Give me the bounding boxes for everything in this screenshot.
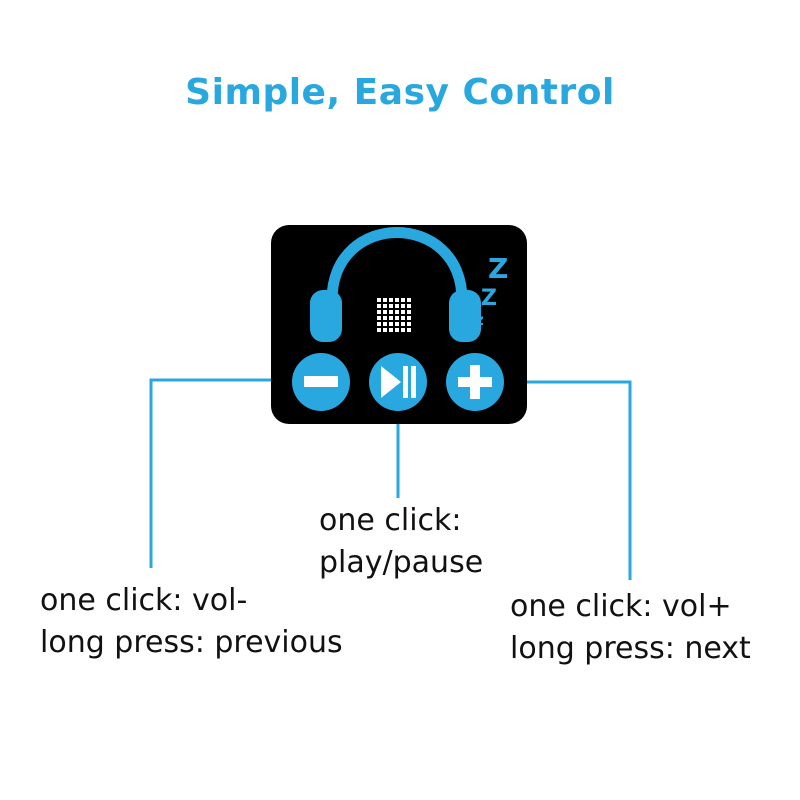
- plus-click-text: one click: vol+: [510, 589, 732, 624]
- grille-dot: [395, 304, 399, 308]
- grille-dot: [395, 322, 399, 326]
- callout-line-minus: [149, 378, 288, 568]
- sleep-zzz-icon: Z Z z: [475, 252, 508, 329]
- grille-dot: [401, 328, 405, 332]
- play-button-description: one click: play/pause: [319, 500, 483, 584]
- grille-dot: [383, 322, 387, 326]
- play-pause-icon: [381, 366, 416, 398]
- grille-dot: [383, 310, 387, 314]
- grille-dot: [383, 298, 387, 302]
- minus-button[interactable]: [292, 353, 350, 411]
- zzz-large: Z: [488, 252, 508, 285]
- grille-dot: [407, 298, 411, 302]
- callout-line-plus: [514, 380, 632, 580]
- grille-dot: [395, 310, 399, 314]
- headphones-icon: [310, 227, 481, 342]
- grille-dot: [401, 298, 405, 302]
- play-action-text: play/pause: [319, 545, 484, 580]
- minus-click-text: one click: vol-: [40, 583, 248, 618]
- grille-dot: [377, 298, 381, 302]
- grille-dot: [389, 322, 393, 326]
- plus-button-description: one click: vol+ long press: next: [510, 586, 751, 670]
- grille-dot: [383, 328, 387, 332]
- grille-dot: [401, 322, 405, 326]
- minus-longpress-text: long press: previous: [40, 625, 343, 660]
- grille-dot: [407, 322, 411, 326]
- grille-dot: [377, 316, 381, 320]
- minus-icon: [304, 376, 338, 387]
- grille-dot: [389, 304, 393, 308]
- play-click-text: one click:: [319, 503, 462, 538]
- grille-dot: [389, 298, 393, 302]
- grille-dot: [407, 316, 411, 320]
- page-title: Simple, Easy Control: [185, 72, 615, 113]
- grille-dot: [377, 304, 381, 308]
- minus-button-description: one click: vol- long press: previous: [40, 580, 343, 664]
- grille-dot: [407, 304, 411, 308]
- play-pause-button[interactable]: [369, 353, 427, 411]
- grille-dot: [407, 310, 411, 314]
- grille-dot: [401, 304, 405, 308]
- plus-icon: [458, 365, 492, 399]
- grille-dot: [383, 316, 387, 320]
- grille-dot: [401, 310, 405, 314]
- grille-dot: [383, 304, 387, 308]
- zzz-small: z: [475, 311, 484, 329]
- plus-longpress-text: long press: next: [510, 631, 751, 666]
- grille-dot: [377, 310, 381, 314]
- grille-dot: [377, 322, 381, 326]
- grille-dot: [407, 328, 411, 332]
- grille-dot: [389, 310, 393, 314]
- grille-dot: [395, 298, 399, 302]
- grille-dot: [395, 328, 399, 332]
- speaker-grille-icon: [377, 298, 411, 332]
- plus-button[interactable]: [446, 353, 504, 411]
- zzz-medium: Z: [481, 286, 497, 311]
- grille-dot: [395, 316, 399, 320]
- grille-dot: [377, 328, 381, 332]
- grille-dot: [401, 316, 405, 320]
- grille-dot: [389, 316, 393, 320]
- grille-dot: [389, 328, 393, 332]
